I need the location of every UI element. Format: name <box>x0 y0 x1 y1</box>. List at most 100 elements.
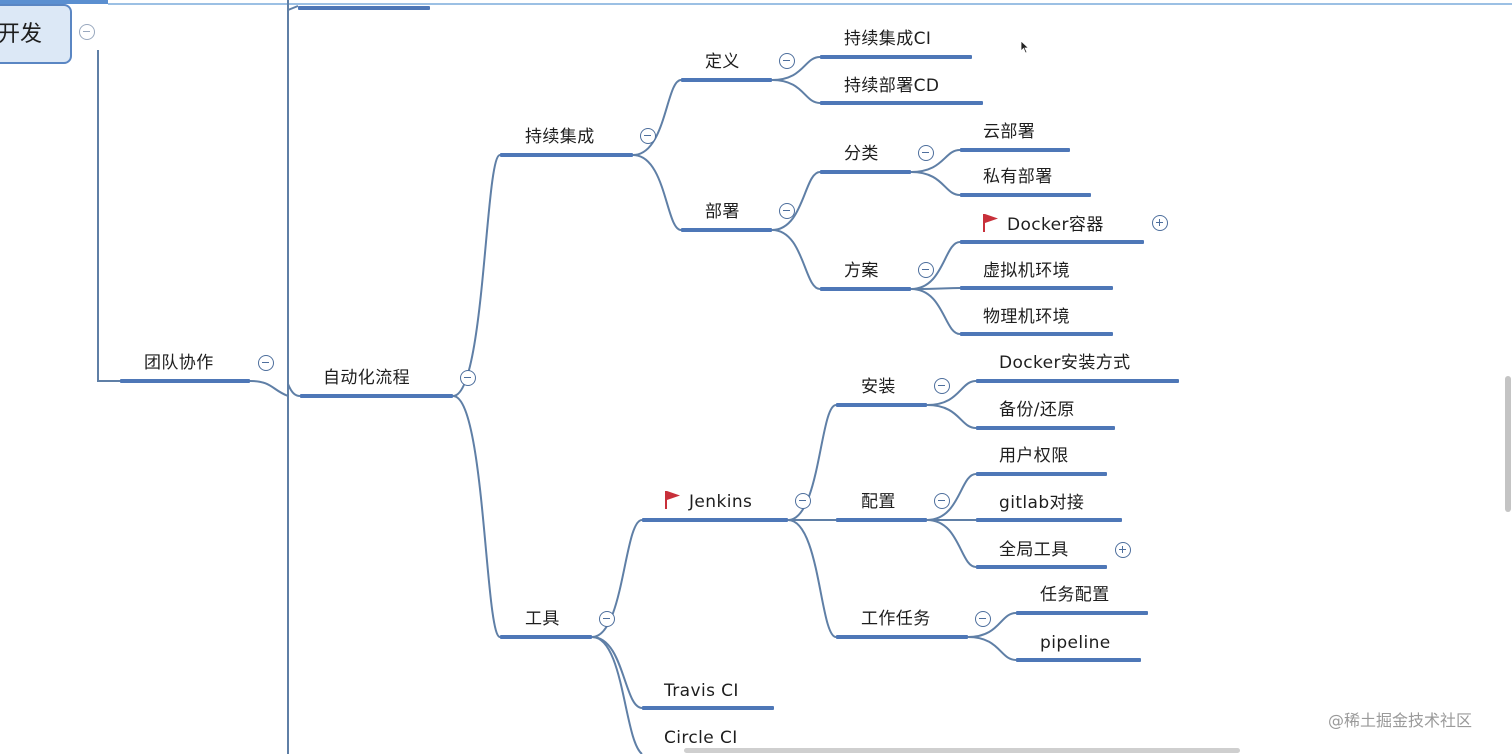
underline-docker-install <box>976 379 1179 383</box>
connector-tasks-pipeline <box>967 636 1017 661</box>
node-continuous-integration[interactable]: 持续集成 <box>525 127 595 147</box>
connector-tools-circle <box>591 636 643 754</box>
connector-solution-docker <box>910 241 961 290</box>
node-team-collab[interactable]: 团队协作 <box>144 353 214 373</box>
underline-work-tasks <box>836 635 968 639</box>
connector-config-global <box>926 519 977 568</box>
underline-continuous-integration <box>500 153 633 157</box>
connector-definition-cd <box>771 79 821 104</box>
underline-cloud-deploy <box>960 148 1070 152</box>
node-config[interactable]: 配置 <box>861 492 896 512</box>
collapse-toggle-solution[interactable] <box>918 262 934 278</box>
node-install[interactable]: 安装 <box>861 377 896 397</box>
collapse-toggle-automation[interactable] <box>460 370 476 386</box>
node-travis-ci[interactable]: Travis CI <box>664 681 739 701</box>
underline-vm-env <box>960 286 1113 290</box>
connector-tools-jenkins <box>591 519 643 638</box>
window-top-accent <box>0 0 108 4</box>
connector-solution-physical <box>910 288 961 335</box>
underline-ci <box>820 55 972 59</box>
node-docker-install[interactable]: Docker安装方式 <box>999 353 1131 373</box>
collapse-toggle-install[interactable] <box>934 378 950 394</box>
collapse-toggle-tools[interactable] <box>599 611 615 627</box>
node-docker-container[interactable]: Docker容器 <box>1007 215 1104 235</box>
connector-deploy-solution <box>771 229 821 290</box>
node-definition[interactable]: 定义 <box>705 52 740 72</box>
underline-pipeline <box>1016 658 1141 662</box>
underline-user-permissions <box>976 472 1107 476</box>
node-pipeline[interactable]: pipeline <box>1040 633 1111 653</box>
collapse-toggle-classification[interactable] <box>918 145 934 161</box>
node-vm-env[interactable]: 虚拟机环境 <box>983 261 1070 281</box>
expand-toggle-docker-container[interactable] <box>1152 215 1168 231</box>
node-backup-restore[interactable]: 备份/还原 <box>999 400 1075 420</box>
connector-class-cloud <box>910 149 961 173</box>
node-user-permissions[interactable]: 用户权限 <box>999 446 1069 466</box>
node-classification[interactable]: 分类 <box>844 144 879 164</box>
expand-toggle-global-tools[interactable] <box>1115 542 1131 558</box>
connector-install-backup <box>926 404 977 429</box>
watermark: @稀土掘金技术社区 <box>1328 711 1473 730</box>
connector-root-team <box>97 50 120 382</box>
underline-travis-ci <box>642 706 774 710</box>
connector-top-stub <box>287 5 299 11</box>
node-task-config[interactable]: 任务配置 <box>1040 585 1110 605</box>
node-cloud-deploy[interactable]: 云部署 <box>983 122 1036 142</box>
node-jenkins[interactable]: Jenkins <box>689 492 753 512</box>
collapse-toggle-jenkins[interactable] <box>795 493 811 509</box>
node-global-tools[interactable]: 全局工具 <box>999 540 1069 560</box>
connector-config-user <box>926 473 977 521</box>
underline-solution <box>820 287 911 291</box>
connector-jenkins-install <box>787 404 837 521</box>
node-cd[interactable]: 持续部署CD <box>844 76 940 96</box>
underline-task-config <box>1016 611 1148 615</box>
node-solution[interactable]: 方案 <box>844 261 879 281</box>
root-node-label: 开发 <box>0 22 43 47</box>
connector-spine-automation <box>287 383 301 397</box>
underline-install <box>836 403 927 407</box>
root-node[interactable] <box>0 4 72 64</box>
red-flag-icon <box>665 491 680 509</box>
node-work-tasks[interactable]: 工作任务 <box>861 609 931 629</box>
connector-ci-definition <box>632 79 682 156</box>
connector-team-spine <box>249 380 289 397</box>
underline-physical-env <box>960 332 1113 336</box>
connector-automation-tools <box>452 395 501 638</box>
underline-deployment <box>681 228 772 232</box>
connector-tasks-taskconfig <box>967 612 1017 638</box>
node-ci[interactable]: 持续集成CI <box>844 29 932 49</box>
vertical-scrollbar[interactable] <box>1505 376 1511 512</box>
collapse-toggle-root[interactable] <box>79 24 95 40</box>
node-tools[interactable]: 工具 <box>525 609 560 629</box>
horizontal-scrollbar[interactable] <box>684 748 1240 753</box>
window-top-rule <box>108 3 1512 5</box>
collapse-toggle-team-collab[interactable] <box>258 355 274 371</box>
underline-definition <box>681 78 772 82</box>
connector-ci-deployment <box>632 154 682 231</box>
underline-docker-container <box>960 240 1144 244</box>
node-automation[interactable]: 自动化流程 <box>323 368 410 388</box>
collapse-toggle-definition[interactable] <box>779 53 795 69</box>
collapse-toggle-config[interactable] <box>934 493 950 509</box>
node-deployment[interactable]: 部署 <box>705 202 740 222</box>
node-physical-env[interactable]: 物理机环境 <box>983 307 1070 327</box>
underline-jenkins <box>642 518 788 522</box>
node-private-deploy[interactable]: 私有部署 <box>983 167 1053 187</box>
underline-classification <box>820 170 911 174</box>
collapse-toggle-continuous-integration[interactable] <box>640 128 656 144</box>
mouse-pointer-icon <box>1020 40 1030 54</box>
underline-backup-restore <box>976 426 1115 430</box>
red-flag-icon <box>983 214 998 232</box>
connector-jenkins-tasks <box>787 519 837 638</box>
underline-gitlab-integration <box>976 518 1122 522</box>
underline-automation <box>300 394 453 398</box>
underline-team-collab <box>120 379 250 383</box>
connector-class-private <box>910 171 961 196</box>
underline-cd <box>820 101 983 105</box>
node-gitlab-integration[interactable]: gitlab对接 <box>999 493 1085 513</box>
top-node-underline <box>298 6 430 10</box>
node-circle-ci[interactable]: Circle CI <box>664 728 738 748</box>
collapse-toggle-deployment[interactable] <box>779 203 795 219</box>
collapse-toggle-work-tasks[interactable] <box>975 611 991 627</box>
